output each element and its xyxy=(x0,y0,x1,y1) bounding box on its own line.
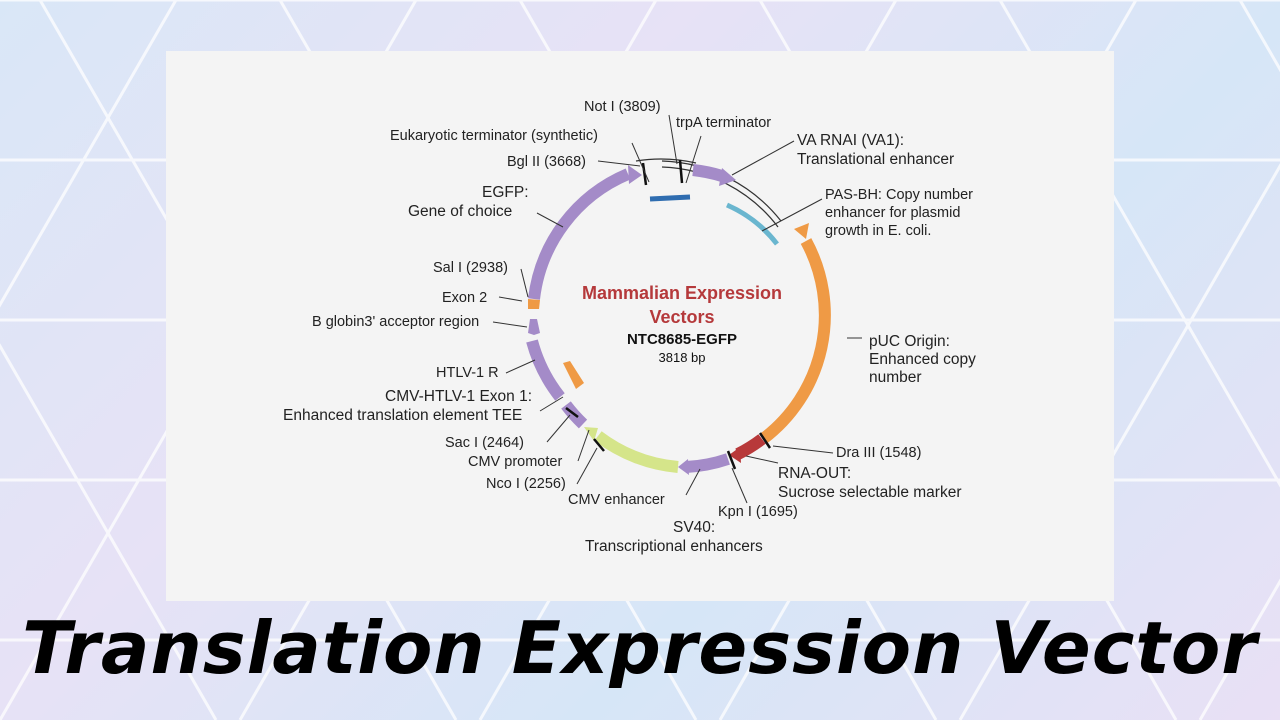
va-rnai-arc xyxy=(692,164,724,182)
label-va-rnai-2: Translational enhancer xyxy=(797,151,954,168)
label-sac1: Sac I (2464) xyxy=(445,435,524,451)
label-cmv-htlv-2: Enhanced translation element TEE xyxy=(283,407,522,424)
egfp-arrowhead xyxy=(628,165,642,184)
leader-lines xyxy=(492,114,862,504)
sv40-arc xyxy=(685,453,730,473)
puc-origin-arc xyxy=(759,238,831,444)
label-euk-term: Eukaryotic terminator (synthetic) xyxy=(390,128,598,144)
label-pas-bh-2: enhancer for plasmid xyxy=(825,205,960,221)
label-egfp-2: Gene of choice xyxy=(408,203,512,220)
label-va-rnai-1: VA RNAI (VA1): xyxy=(797,132,904,149)
label-trpa: trpA terminator xyxy=(676,115,771,131)
bglobin-arrow xyxy=(528,319,540,335)
label-puc-2: Enhanced copy xyxy=(869,351,976,368)
egfp-arc xyxy=(528,168,631,300)
caption-title: Translation Expression Vector xyxy=(22,606,1258,690)
label-not1: Not I (3809) xyxy=(584,99,661,115)
inner-orange-arrow xyxy=(563,361,584,389)
label-pas-bh-3: growth in E. coli. xyxy=(825,223,931,239)
label-nco1: Nco I (2256) xyxy=(486,476,566,492)
label-htlv: HTLV-1 R xyxy=(436,365,499,381)
cmv-enhancer-arc xyxy=(594,431,679,473)
plasmid-map: Not I (3809) trpA terminator Eukaryotic … xyxy=(283,99,976,555)
tick-kpn1 xyxy=(726,450,737,470)
label-puc-1: pUC Origin: xyxy=(869,333,950,350)
label-rna-out-1: RNA-OUT: xyxy=(778,465,851,482)
terminator-bar xyxy=(649,194,691,202)
rna-out-arrowhead xyxy=(729,447,741,463)
plasmid-map-panel: Not I (3809) trpA terminator Eukaryotic … xyxy=(166,51,1114,601)
tick-bgl2 xyxy=(641,162,648,186)
tick-dra3 xyxy=(758,432,772,449)
label-cmv-htlv-1: CMV-HTLV-1 Exon 1: xyxy=(385,388,532,405)
label-sal1: Sal I (2938) xyxy=(433,260,508,276)
label-egfp-1: EGFP: xyxy=(482,184,529,201)
tick-nco1 xyxy=(593,438,605,452)
pas-bh-arc xyxy=(725,202,779,246)
center-vector-size: 3818 bp xyxy=(659,350,706,365)
rna-out-arc xyxy=(735,434,766,460)
label-cmv-enhancer: CMV enhancer xyxy=(568,492,665,508)
center-vector-name: NTC8685-EGFP xyxy=(627,331,737,348)
puc-origin-arrowhead xyxy=(794,223,809,239)
tick-sac1 xyxy=(565,407,579,418)
backbone-inner-arc xyxy=(661,166,779,228)
va-rnai-arrowhead xyxy=(719,168,736,186)
center-title-line1: Mammalian Expression xyxy=(582,283,782,303)
label-sv40-2: Transcriptional enhancers xyxy=(585,538,763,555)
sv40-arrowhead xyxy=(678,459,689,475)
label-bgl2: Bgl II (3668) xyxy=(507,154,586,170)
tick-not1 xyxy=(678,159,684,184)
label-dra3: Dra III (1548) xyxy=(836,445,921,461)
label-cmv-promoter: CMV promoter xyxy=(468,454,562,470)
label-bglobin: B globin3' acceptor region xyxy=(312,314,479,330)
label-sv40-1: SV40: xyxy=(673,519,715,536)
label-exon2: Exon 2 xyxy=(442,290,487,306)
label-kpn1: Kpn I (1695) xyxy=(718,504,798,520)
exon2-marker xyxy=(528,299,540,309)
label-rna-out-2: Sucrose selectable marker xyxy=(778,484,962,501)
cmv-enhancer-arrowhead xyxy=(584,427,598,441)
label-puc-3: number xyxy=(869,369,922,386)
htlv-arc xyxy=(526,339,565,401)
label-pas-bh-1: PAS-BH: Copy number xyxy=(825,187,973,203)
center-title-line2: Vectors xyxy=(649,307,714,327)
